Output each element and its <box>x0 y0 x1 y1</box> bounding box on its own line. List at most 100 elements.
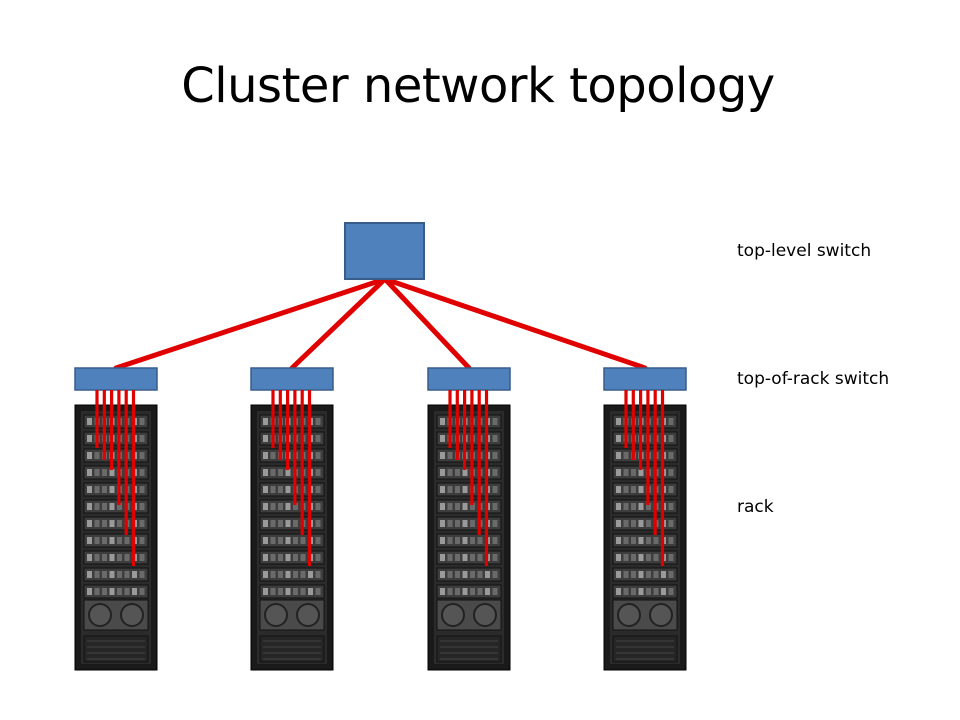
drive-bay <box>94 469 100 476</box>
drive-bay <box>447 452 453 459</box>
server-unit <box>436 516 502 531</box>
server-unit <box>612 414 678 429</box>
drive-bay <box>87 571 92 578</box>
drive-bay <box>87 486 92 493</box>
drive-bay <box>477 588 483 595</box>
drive-bay <box>492 418 498 425</box>
drive-bay <box>109 588 115 595</box>
drive-bay <box>293 571 298 578</box>
drive-bay <box>139 452 145 459</box>
server-unit <box>259 550 325 565</box>
drive-bay <box>623 469 629 476</box>
drive-bay <box>462 486 468 493</box>
drive-bay <box>455 537 460 544</box>
drive-bay <box>623 588 629 595</box>
drive-bay <box>124 537 130 544</box>
drive-bay <box>102 554 107 561</box>
drive-bay <box>315 554 321 561</box>
uplink-2 <box>289 276 388 371</box>
drive-bay <box>492 486 498 493</box>
drive-bay <box>462 520 468 527</box>
drive-bay <box>668 537 674 544</box>
drive-bay <box>638 520 644 527</box>
drive-bay <box>440 503 445 510</box>
drive-bay <box>616 537 621 544</box>
drive-bay <box>477 537 483 544</box>
drive-bay <box>293 554 298 561</box>
drive-bay <box>661 588 666 595</box>
drive-bay <box>623 554 629 561</box>
drive-bay <box>631 469 636 476</box>
drive-bay <box>616 435 621 442</box>
drive-bay <box>616 520 621 527</box>
drive-bay <box>492 537 498 544</box>
drive-bay <box>462 588 468 595</box>
drive-bay <box>668 571 674 578</box>
drive-bay <box>285 520 291 527</box>
drive-bay <box>638 537 644 544</box>
drive-bay <box>139 571 145 578</box>
drive-bay <box>646 520 651 527</box>
drive-bay <box>668 469 674 476</box>
drive-bay <box>285 588 291 595</box>
drive-bay <box>455 571 460 578</box>
server-unit <box>259 567 325 582</box>
drive-bay <box>470 588 475 595</box>
drive-bay <box>616 588 621 595</box>
drive-bay <box>139 554 145 561</box>
vent-panel <box>83 635 149 663</box>
drive-bay <box>447 554 453 561</box>
drive-bay <box>270 588 276 595</box>
drive-bay <box>440 435 445 442</box>
drive-bay <box>285 486 291 493</box>
drive-bay <box>455 469 460 476</box>
drive-bay <box>668 554 674 561</box>
drive-bay <box>631 520 636 527</box>
server-unit <box>259 482 325 497</box>
drive-bay <box>308 588 313 595</box>
top-of-rack-switch-3 <box>427 367 511 391</box>
server-unit <box>83 414 149 429</box>
drive-bay <box>631 571 636 578</box>
rack-1 <box>74 404 158 671</box>
server-unit <box>83 482 149 497</box>
server-unit <box>436 414 502 429</box>
drive-bay <box>132 571 137 578</box>
server-unit <box>83 499 149 514</box>
vent-panel <box>436 635 502 663</box>
server-unit <box>436 567 502 582</box>
server-unit <box>436 482 502 497</box>
drive-bay <box>117 503 122 510</box>
drive-bay <box>668 520 674 527</box>
drive-bay <box>102 588 107 595</box>
drive-bay <box>87 520 92 527</box>
drive-bay <box>117 588 122 595</box>
drive-bay <box>300 571 306 578</box>
drive-bay <box>139 435 145 442</box>
drive-bay <box>139 503 145 510</box>
drive-bay <box>263 571 268 578</box>
drive-bay <box>315 486 321 493</box>
drive-bay <box>87 469 92 476</box>
drive-bay <box>109 571 115 578</box>
drive-bay <box>315 537 321 544</box>
server-unit <box>83 567 149 582</box>
drive-bay <box>139 418 145 425</box>
fan <box>473 603 497 627</box>
drive-bay <box>87 503 92 510</box>
drive-bay <box>293 537 298 544</box>
server-unit <box>259 499 325 514</box>
drive-bay <box>477 571 483 578</box>
drive-bay <box>440 486 445 493</box>
uplink-3 <box>382 276 472 371</box>
drive-bay <box>616 452 621 459</box>
drive-bay <box>455 588 460 595</box>
drive-bay <box>492 435 498 442</box>
server-unit <box>436 533 502 548</box>
drive-bay <box>139 486 145 493</box>
drive-bay <box>447 537 453 544</box>
server-unit <box>83 516 149 531</box>
uplink-1 <box>113 276 388 371</box>
drive-bay <box>653 537 659 544</box>
drive-bay <box>668 435 674 442</box>
